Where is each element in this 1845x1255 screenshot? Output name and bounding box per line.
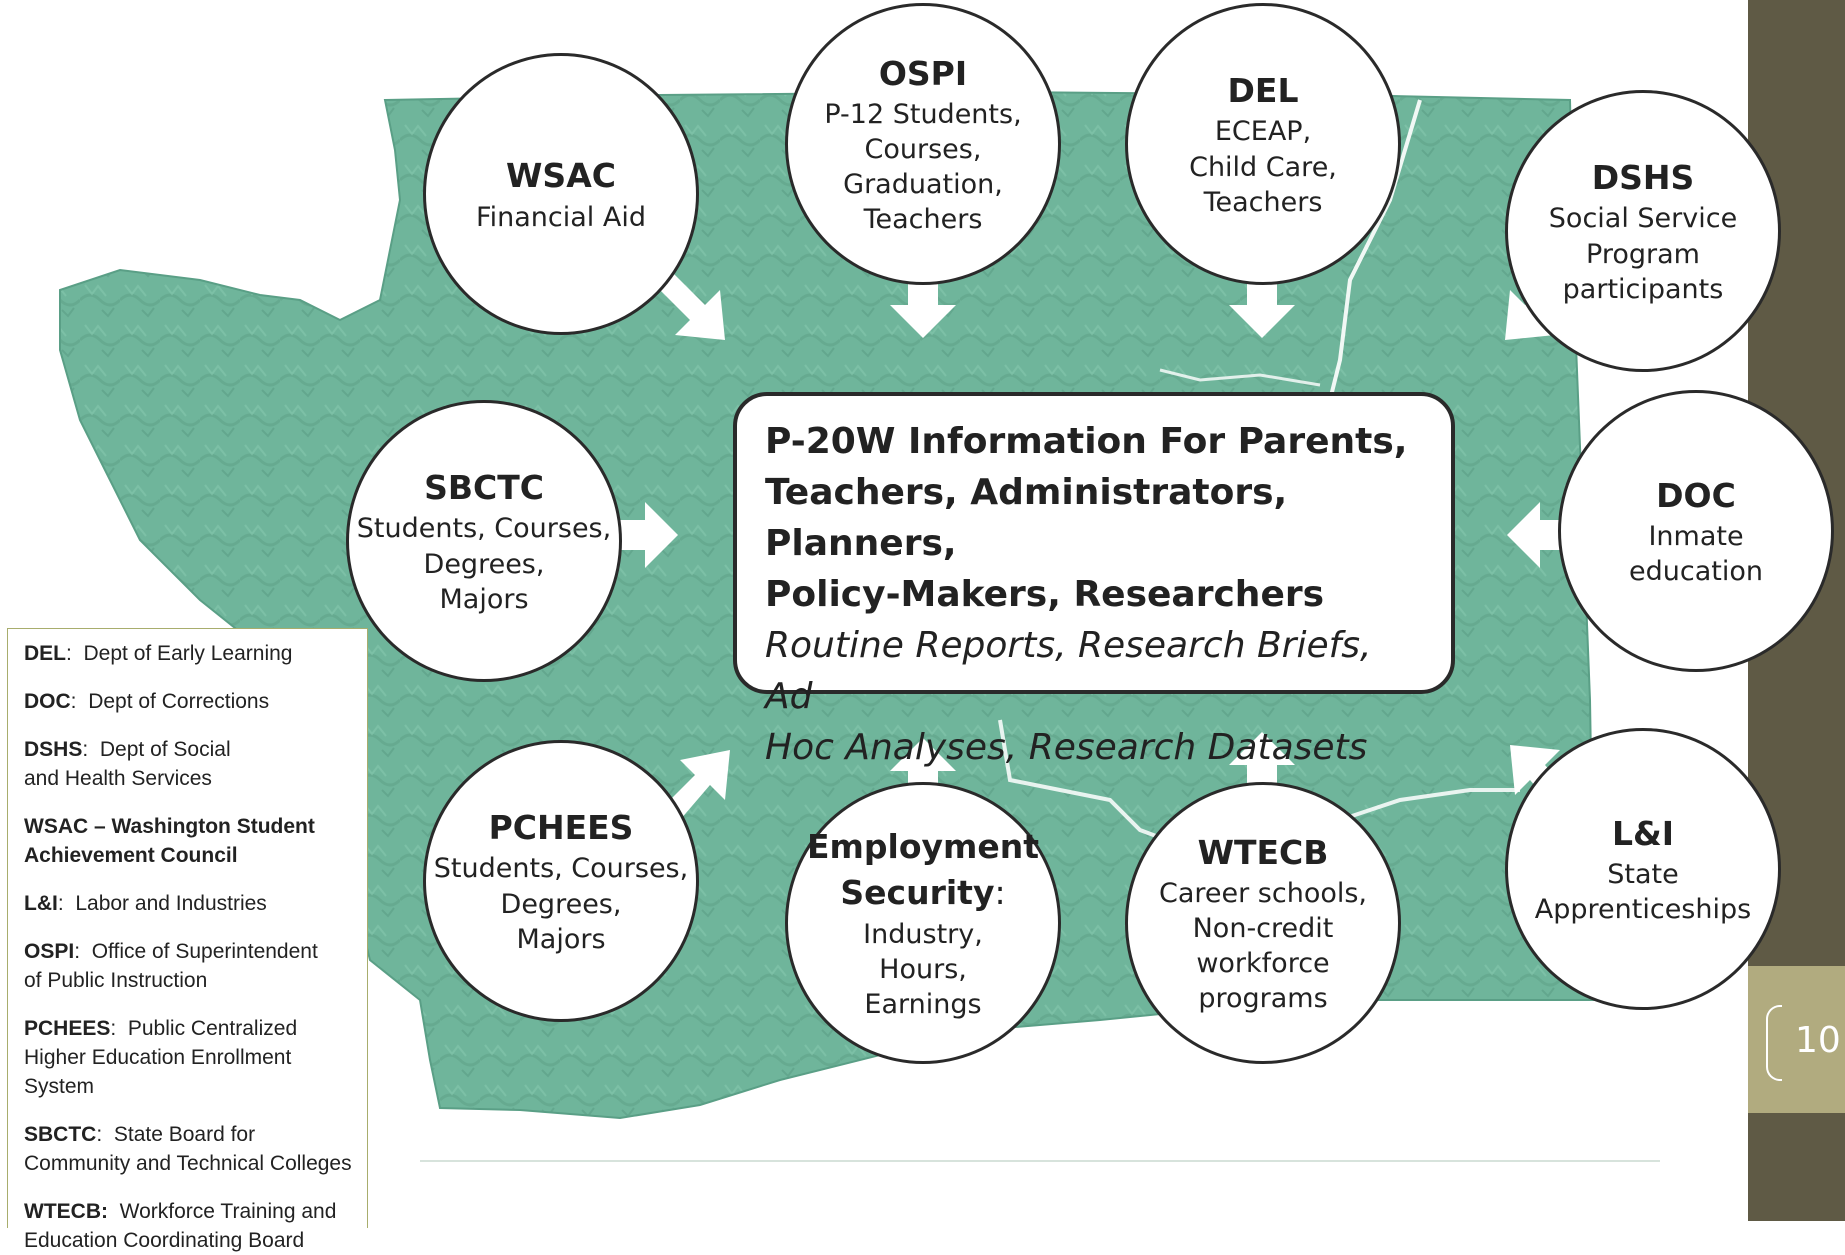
agency-circle-del: DEL ECEAP, Child Care, Teachers (1125, 3, 1401, 285)
agency-name: WTECB (1197, 832, 1329, 872)
legend-item-li: L&I: Labor and Industries (24, 892, 267, 915)
legend-item-pchees: PCHEES: Public Centralized Higher Educat… (24, 1017, 298, 1098)
agency-desc-line: Industry, (863, 918, 983, 950)
agency-desc-line: education (1629, 556, 1763, 588)
arrow-wsac (655, 270, 725, 340)
agency-name: DSHS (1591, 158, 1695, 198)
agency-desc-line: Majors (516, 923, 606, 955)
arrow-sbctc (620, 502, 678, 568)
arrow-del (1229, 280, 1295, 338)
agency-desc-line: ECEAP, (1214, 116, 1312, 148)
center-heading-line: Teachers, Administrators, Planners, (765, 472, 1288, 564)
agency-name: DOC (1656, 475, 1736, 515)
river-line (1328, 99, 1422, 401)
agency-name: OSPI (878, 53, 968, 93)
agency-circle-dshs: DSHS Social Service Program participants (1505, 90, 1781, 372)
agency-circle-pchees: PCHEES Students, Courses, Degrees, Major… (423, 740, 699, 1022)
agency-desc-line: Majors (439, 583, 529, 615)
agency-name: SBCTC (424, 468, 544, 508)
agency-desc-line: Financial Aid (476, 201, 646, 233)
river-line-snake (1159, 368, 1321, 387)
agency-desc-line: Social Service (1548, 203, 1738, 235)
agency-circle-sbctc: SBCTC Students, Courses, Degrees, Majors (346, 400, 622, 682)
agency-circle-employment-security: Employment Security: Industry, Hours, Ea… (785, 782, 1061, 1064)
agency-desc-line: Students, Courses, (356, 513, 612, 545)
agency-desc-line: workforce (1196, 948, 1330, 980)
agency-name-line: Employment (806, 827, 1040, 867)
legend-item-wsac: WSAC – Washington Student Achievement Co… (24, 815, 315, 867)
legend-item-sbctc: SBCTC: State Board for Community and Tec… (24, 1123, 352, 1175)
agency-desc-line: Teachers (1203, 186, 1323, 218)
agency-desc-line: Courses, (864, 134, 982, 165)
page-number: 10 (1795, 1020, 1841, 1061)
agency-circle-li: L&I State Apprenticeships (1505, 728, 1781, 1010)
legend-item-wtecb: WTECB: Workforce Training and Education … (24, 1200, 337, 1252)
agency-desc-line: Teachers (863, 204, 983, 236)
arrow-wtecb (1229, 732, 1295, 792)
acronym-legend: DEL: Dept of Early Learning DOC: Dept of… (7, 628, 368, 1252)
agency-desc-line: Earnings (864, 988, 982, 1020)
agency-desc-line: Degrees, (500, 888, 622, 920)
arrow-doc (1507, 502, 1565, 568)
arrow-pchees (665, 750, 730, 820)
center-heading-line: P-20W Information For Parents, (765, 421, 1408, 462)
legend-item-dshs: DSHS: Dept of Social and Health Services (24, 738, 231, 790)
agency-circle-wtecb: WTECB Career schools, Non-credit workfor… (1125, 782, 1401, 1064)
agency-desc-line: Inmate (1648, 521, 1744, 552)
legend-item-doc: DOC: Dept of Corrections (24, 690, 270, 713)
agency-desc-line: Students, Courses, (433, 853, 689, 885)
agency-desc-line: participants (1562, 273, 1724, 305)
page-number-tab (1748, 966, 1845, 1113)
agency-desc-line: Career schools, (1158, 877, 1368, 909)
center-subheading-line: Routine Reports, Research Briefs, Ad (765, 625, 1372, 717)
agency-desc-line: P-12 Students, (824, 98, 1022, 130)
agency-desc-line: Degrees, (423, 548, 545, 580)
agency-circle-wsac: WSAC Financial Aid (423, 53, 699, 335)
agency-name: PCHEES (488, 808, 634, 848)
page-bracket (1766, 1005, 1782, 1081)
map-bottom-edge (420, 1160, 1660, 1162)
agency-name: WSAC (506, 156, 616, 196)
agency-name: DEL (1227, 71, 1299, 111)
agency-desc-line: Apprenticeships (1534, 894, 1752, 926)
p20w-info-box: P-20W Information For Parents, Teachers,… (733, 392, 1455, 768)
legend-item-ospi: OSPI: Office of Superintendent of Public… (24, 940, 318, 992)
agency-circle-doc: DOC Inmate education (1558, 390, 1834, 672)
agency-desc-line: Child Care, (1189, 151, 1337, 183)
agency-desc-line: Hours, (879, 953, 967, 985)
center-heading-line: Policy-Makers, Researchers (765, 574, 1325, 615)
agency-desc-line: Graduation, (843, 169, 1003, 201)
arrow-ospi (890, 280, 956, 338)
agency-desc-line: Program (1586, 238, 1700, 270)
agency-desc-line: Non-credit (1192, 913, 1334, 944)
agency-desc-line: programs (1198, 983, 1328, 1015)
arrow-employment-security (890, 738, 956, 798)
agency-name: L&I (1611, 813, 1675, 853)
center-subheading-line: Hoc Analyses, Research Datasets (765, 727, 1368, 768)
agency-name-line: Security: (840, 873, 1006, 913)
agency-circle-ospi: OSPI P-12 Students, Courses, Graduation,… (785, 3, 1061, 285)
agency-desc-line: State (1607, 859, 1679, 890)
legend-item-del: DEL: Dept of Early Learning (24, 642, 293, 665)
